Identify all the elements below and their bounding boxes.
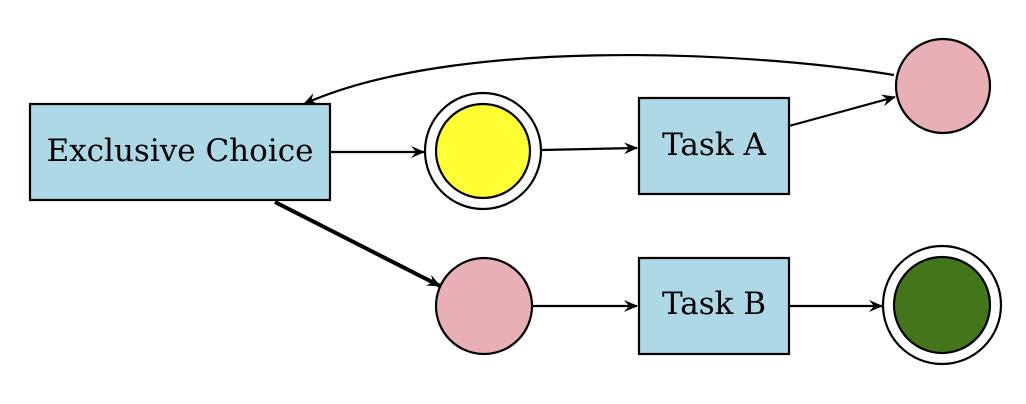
edge-exclusive-choice-to-pink-place-bottom: [274, 200, 441, 288]
green-place-inner-circle: [892, 255, 992, 355]
task-b-label: Task B: [662, 286, 766, 322]
edge-loop-back-to-exclusive-choice: [303, 53, 895, 106]
task-a-node[interactable]: Task A: [637, 96, 791, 196]
task-a-box: [637, 96, 791, 196]
exclusive-choice-node[interactable]: Exclusive Choice: [28, 102, 332, 202]
task-b-node[interactable]: Task B: [637, 256, 791, 356]
yellow-place-inner-circle: [434, 102, 532, 200]
pink-place-top-right[interactable]: [894, 37, 992, 135]
pink-place-bottom[interactable]: [434, 256, 534, 356]
task-b-box: [637, 256, 791, 356]
edge-yellow-place-to-task-a: [541, 142, 638, 155]
yellow-place[interactable]: [423, 91, 543, 211]
exclusive-choice-box: [28, 102, 332, 202]
green-place[interactable]: [881, 244, 1003, 366]
exclusive-choice-label: Exclusive Choice: [47, 133, 314, 169]
edge-task-a-to-pink-place: [788, 94, 896, 128]
task-a-label: Task A: [662, 127, 766, 163]
